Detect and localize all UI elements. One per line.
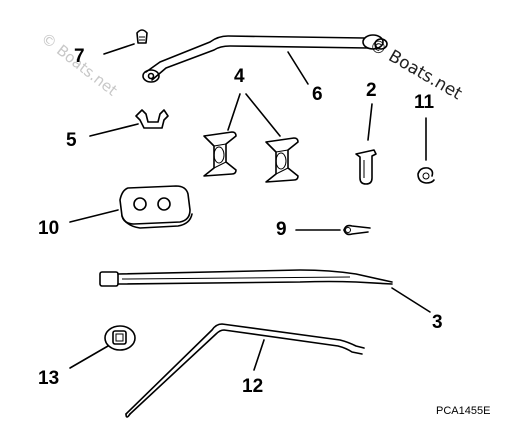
leader-5 <box>89 123 139 137</box>
leader-10 <box>69 209 119 223</box>
callout-13: 13 <box>38 368 59 389</box>
part-4-bushing-right <box>265 137 299 183</box>
callout-3: 3 <box>432 312 443 333</box>
callout-9: 9 <box>276 219 287 240</box>
watermark: © Boats.net © Boats.net <box>38 29 466 104</box>
part-9-cotter-pin <box>343 224 371 236</box>
part-5-clip <box>135 109 169 129</box>
part-3-cable-tie <box>99 269 393 287</box>
part-2-pin <box>355 149 377 185</box>
callout-2: 2 <box>366 80 377 101</box>
leader-4b <box>245 93 281 137</box>
callout-7: 7 <box>74 46 85 67</box>
leader-6 <box>287 51 309 85</box>
leader-7 <box>103 43 135 55</box>
callout-10: 10 <box>38 218 59 239</box>
part-7-pin <box>136 29 148 44</box>
part-4-bushing-left <box>203 131 237 177</box>
leader-4a <box>227 93 241 131</box>
part-10-grommet <box>119 185 193 229</box>
leader-3 <box>391 287 431 313</box>
leader-12 <box>253 339 265 371</box>
callout-6: 6 <box>312 84 323 105</box>
part-11-e-clip <box>417 167 435 184</box>
leader-2 <box>367 103 373 141</box>
diagram-code: PCA1455E <box>436 405 490 417</box>
part-12-wire-rod <box>125 323 365 418</box>
leader-13 <box>69 345 109 369</box>
callout-12: 12 <box>242 376 263 397</box>
part-6-link-rod <box>142 34 388 83</box>
callout-4: 4 <box>234 66 245 87</box>
callout-11: 11 <box>414 92 435 113</box>
part-13-plug <box>104 325 136 351</box>
callout-5: 5 <box>66 130 77 151</box>
